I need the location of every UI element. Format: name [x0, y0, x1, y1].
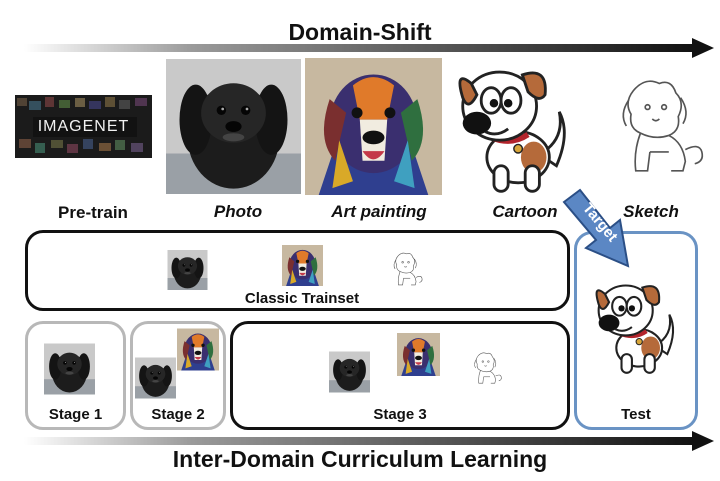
- label-sketch: Sketch: [623, 202, 679, 221]
- curriculum-arrow: [24, 431, 714, 451]
- curriculum-title: Inter-Domain Curriculum Learning: [172, 446, 548, 472]
- test-label: Test: [621, 406, 651, 423]
- label-cartoon: Cartoon: [492, 202, 558, 221]
- classic-trainset-label: Classic Trainset: [244, 290, 360, 307]
- art-painting-dog-image: [305, 58, 442, 195]
- stage3-sketch-thumb: [474, 352, 502, 384]
- label-pre-train: Pre-train: [58, 203, 128, 222]
- imagenet-logo-text: IMAGENET: [37, 118, 130, 135]
- domain-shift-title: Domain-Shift: [288, 19, 432, 45]
- stage2-art-thumb: [177, 328, 219, 371]
- cartoon-dog-image: [440, 55, 582, 197]
- classic-sketch-thumb: [393, 252, 423, 286]
- label-art-painting: Art painting: [331, 202, 427, 221]
- sketch-dog-image: [622, 80, 704, 172]
- label-photo: Photo: [213, 202, 263, 221]
- photo-dog-image: [166, 59, 301, 194]
- stage3-photo-thumb: [329, 351, 370, 393]
- stage3-label: Stage 3: [373, 406, 427, 423]
- imagenet-thumbnail: IMAGENET: [15, 95, 152, 158]
- test-cartoon-thumb: [582, 272, 686, 378]
- stage2-label: Stage 2: [151, 406, 205, 423]
- target-arrow: [562, 188, 630, 268]
- stage3-art-thumb: [397, 333, 440, 376]
- classic-art-thumb: [282, 245, 323, 286]
- stage1-label: Stage 1: [48, 406, 103, 423]
- stage1-photo-thumb: [44, 343, 95, 395]
- stage2-photo-thumb: [135, 357, 176, 399]
- domain-shift-arrow: [24, 38, 714, 58]
- classic-photo-thumb: [167, 250, 208, 290]
